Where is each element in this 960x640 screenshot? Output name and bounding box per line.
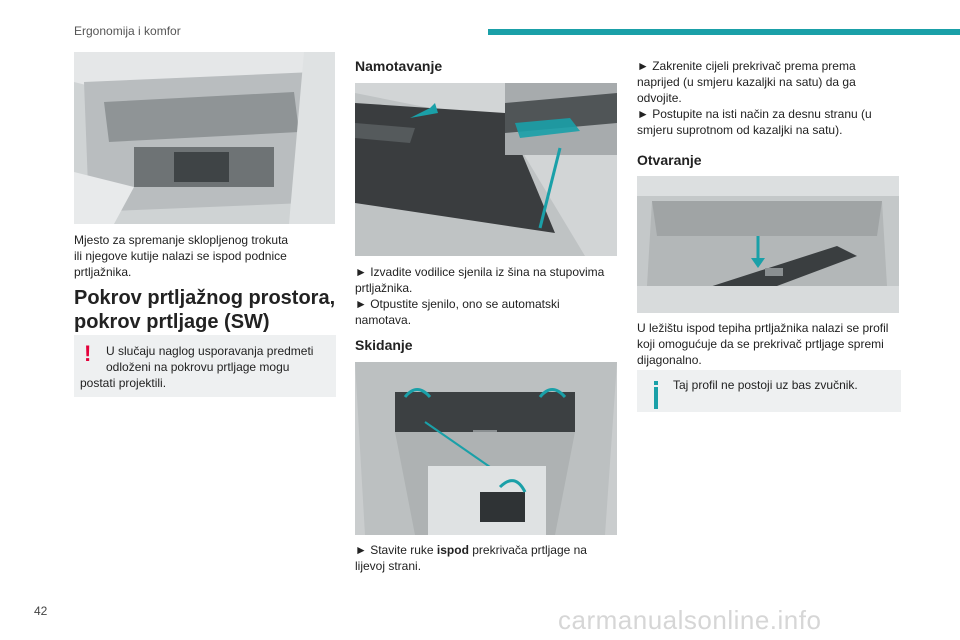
retracting-cover-photo <box>355 83 617 256</box>
trunk-floor-profile-photo <box>637 176 899 313</box>
warning-exclamation-icon: ! <box>84 341 92 366</box>
section-title: Ergonomija i komfor <box>74 24 181 38</box>
section-heading: Pokrov prtljažnog prostora, pokrov prtlj… <box>74 287 336 333</box>
header-accent-bar <box>488 29 960 35</box>
rotate-steps: ► Zakrenite cijeli prekrivač prema prema… <box>637 59 872 137</box>
otvaranje-body: U ležištu ispod tepiha prtljažnika nalaz… <box>637 321 889 367</box>
warning-box: ! U slučaju naglog usporavanja predmeti … <box>74 335 336 397</box>
skidanje-step: ► Stavite ruke ispod prekrivača prtljage… <box>355 543 587 573</box>
page-number: 42 <box>34 604 48 618</box>
heading-otvaranje: Otvaranje <box>637 152 702 168</box>
trunk-storage-caption: Mjesto za spremanje sklopljenog trokuta … <box>74 233 289 279</box>
heading-namotavanje: Namotavanje <box>355 58 443 74</box>
info-box: Taj profil ne postoji uz bas zvučnik. <box>637 370 901 412</box>
heading-skidanje: Skidanje <box>355 337 413 353</box>
info-text: Taj profil ne postoji uz bas zvučnik. <box>673 378 858 392</box>
trunk-storage-photo <box>74 52 335 224</box>
namotavanje-steps: ► Izvadite vodilice sjenila iz šina na s… <box>355 265 605 327</box>
removing-cover-photo <box>355 362 617 535</box>
watermark: carmanualsonline.info <box>558 605 822 635</box>
info-icon <box>654 381 658 385</box>
